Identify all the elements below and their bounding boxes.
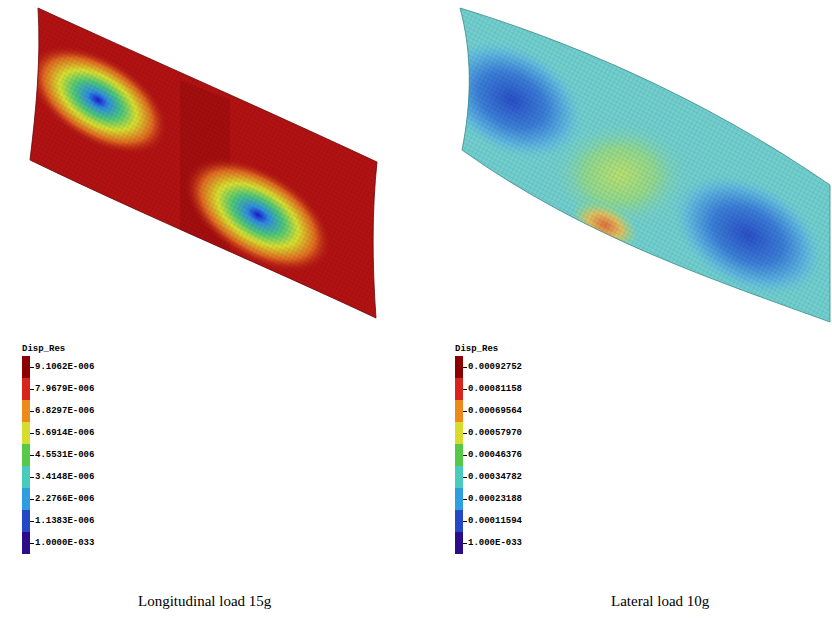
legend-tick [30,433,34,434]
legend-swatch [455,532,463,554]
legend-title: Disp_Res [455,344,498,354]
legend-tick [463,433,467,434]
legend-tick [30,477,34,478]
legend-tick [30,521,34,522]
legend-tick [463,411,467,412]
legend-swatch [22,422,30,444]
legend-value: 0.00023188 [468,494,522,504]
legend-value: 0.00046376 [468,450,522,460]
legend-tick [463,389,467,390]
legend-tick [30,389,34,390]
legend-value: 6.8297E-006 [35,406,94,416]
legend-value: 5.6914E-006 [35,428,94,438]
legend-tick [463,543,467,544]
legend-value: 0.00034782 [468,472,522,482]
legend-title: Disp_Res [22,344,65,354]
legend-value: 0.00081158 [468,384,522,394]
legend-swatch [22,532,30,554]
legend-swatch [455,488,463,510]
legend-tick [30,411,34,412]
legend-swatch [455,422,463,444]
legend-swatch [455,378,463,400]
legend-swatch [22,378,30,400]
legend-swatch [455,444,463,466]
legend-swatch [22,488,30,510]
legend-value: 1.1383E-006 [35,516,94,526]
legend-value: 4.5531E-006 [35,450,94,460]
legend-swatch [455,510,463,532]
legend-tick [30,543,34,544]
legend-value: 1.000E-033 [468,538,522,548]
legend-swatch [22,466,30,488]
legend-swatch [22,510,30,532]
legend-swatch [455,400,463,422]
legend-tick [30,367,34,368]
caption: Lateral load 10g [611,592,709,610]
legend-tick [463,455,467,456]
caption: Longitudinal load 15g [138,592,271,610]
legend-tick [463,367,467,368]
legend-tick [463,499,467,500]
legend-tick [30,455,34,456]
legend-value: 2.2766E-006 [35,494,94,504]
legend-value: 0.00011594 [468,516,522,526]
legend-swatch [22,444,30,466]
legend-value: 1.0000E-033 [35,538,94,548]
legend-swatch [22,356,30,378]
legend-tick [30,499,34,500]
legend-swatch [22,400,30,422]
legend-value: 0.00069564 [468,406,522,416]
legend-value: 0.00057970 [468,428,522,438]
legend-tick [463,477,467,478]
legend-value: 3.4148E-006 [35,472,94,482]
legend-value: 0.00092752 [468,362,522,372]
legend-tick [463,521,467,522]
legend-value: 7.9679E-006 [35,384,94,394]
legend-value: 9.1062E-006 [35,362,94,372]
legend-swatch [455,356,463,378]
legend-swatch [455,466,463,488]
